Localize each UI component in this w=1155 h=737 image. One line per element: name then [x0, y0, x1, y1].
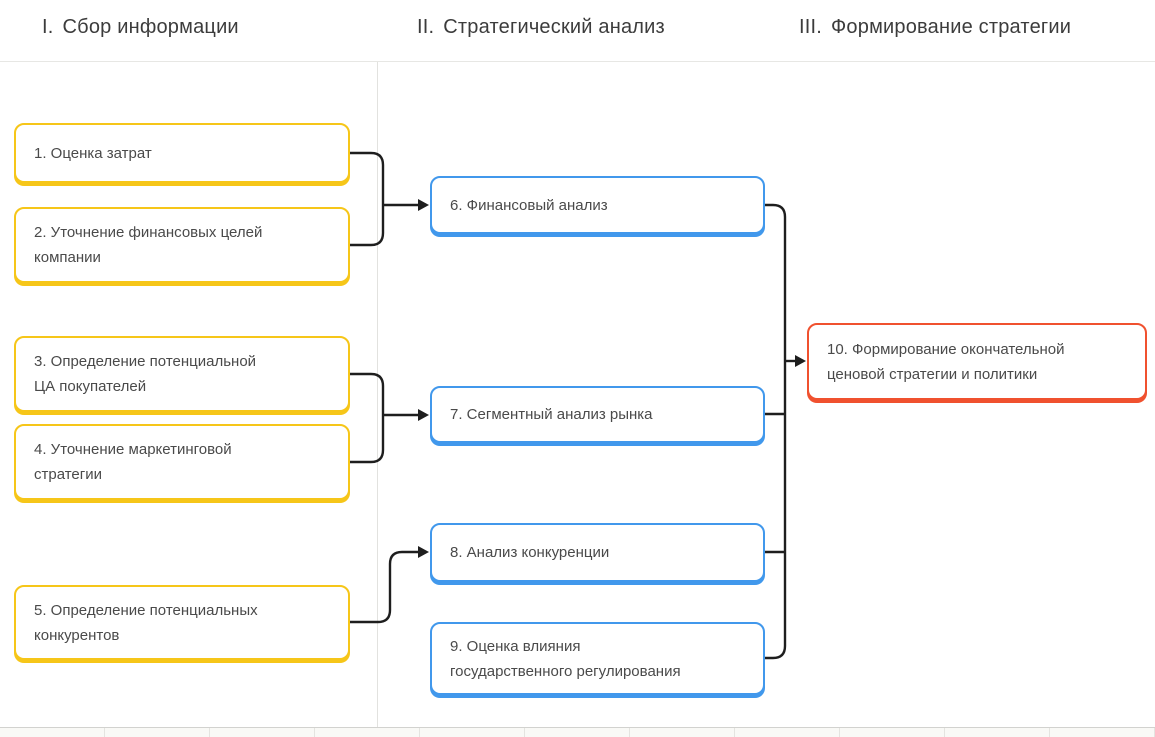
column-numeral: I.: [42, 16, 54, 38]
node-label: 6. Финансовый анализ: [450, 196, 608, 214]
column-header-1: I. Сбор информации: [42, 16, 239, 39]
node-9[interactable]: 9. Оценка влияния государственного регул…: [430, 622, 765, 695]
edge-bracket-1-2: [350, 151, 385, 247]
node-8[interactable]: 8. Анализ конкуренции: [430, 523, 765, 582]
edge-bracket-6-9: [765, 203, 787, 660]
arrowhead-to-6: [418, 199, 429, 211]
node-label: 7. Сегментный анализ рынка: [450, 406, 653, 423]
node-label: 3. Определение потенциальной ЦА покупате…: [34, 353, 257, 395]
edge-5-to-8: [350, 550, 418, 624]
column-title: Сбор информации: [62, 16, 239, 38]
node-label: 5. Определение потенциальных конкурентов: [34, 601, 258, 644]
node-label: 2. Уточнение финансовых целей компании: [34, 224, 263, 266]
column-numeral: III.: [799, 16, 823, 38]
node-1[interactable]: 1. Оценка затрат: [14, 123, 350, 183]
column-divider: [377, 62, 378, 727]
column-header-2: II. Стратегический анализ: [417, 16, 665, 39]
arrowhead-to-8: [418, 546, 429, 558]
node-label: 8. Анализ конкуренции: [450, 544, 610, 561]
header-divider: [0, 61, 1155, 62]
bottom-edge: [0, 727, 1155, 737]
node-5[interactable]: 5. Определение потенциальных конкурентов: [14, 585, 350, 660]
arrowhead-to-10: [795, 355, 806, 367]
node-2[interactable]: 2. Уточнение финансовых целей компании: [14, 207, 350, 283]
node-4[interactable]: 4. Уточнение маркетинговой стратегии: [14, 424, 350, 500]
node-7[interactable]: 7. Сегментный анализ рынка: [430, 386, 765, 443]
column-title: Формирование стратегии: [831, 16, 1072, 38]
node-label: 4. Уточнение маркетинговой стратегии: [34, 441, 232, 483]
column-title: Стратегический анализ: [443, 16, 665, 38]
node-label: 9. Оценка влияния государственного регул…: [450, 637, 681, 680]
edge-bracket-3-4: [350, 372, 385, 464]
node-label: 1. Оценка затрат: [34, 144, 152, 162]
node-3[interactable]: 3. Определение потенциальной ЦА покупате…: [14, 336, 350, 412]
column-header-3: III. Формирование стратегии: [799, 16, 1071, 39]
node-label: 10. Формирование окончательной ценовой с…: [827, 340, 1065, 383]
node-6[interactable]: 6. Финансовый анализ: [430, 176, 765, 234]
column-numeral: II.: [417, 16, 435, 38]
arrowhead-to-7: [418, 409, 429, 421]
node-10[interactable]: 10. Формирование окончательной ценовой с…: [807, 323, 1147, 400]
